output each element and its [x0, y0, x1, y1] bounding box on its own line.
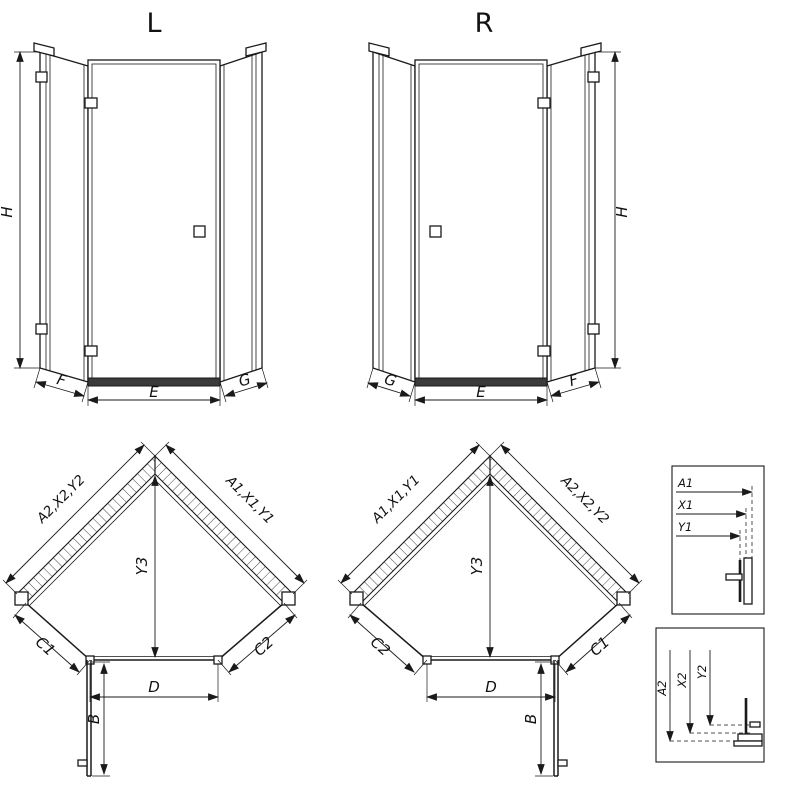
- wall-profile-cap: [368, 42, 390, 57]
- dim-bottom-center-e: E: [413, 383, 549, 406]
- profile-section: [725, 557, 753, 605]
- corner-block: [616, 591, 631, 606]
- dim-label-x1: X1: [677, 498, 693, 512]
- detail-horizontal-section: A1 X1 Y1: [671, 465, 765, 615]
- door-handle: [193, 225, 206, 238]
- dim-label-c2: C2: [367, 633, 394, 660]
- hinge: [84, 345, 98, 357]
- dim-label-h: H: [0, 206, 16, 217]
- dim-a2: A2: [655, 650, 757, 743]
- elevation-right-view: R H G: [366, 8, 631, 406]
- wall-band-right: [489, 454, 629, 604]
- tray-edge: [25, 602, 91, 661]
- open-door: [77, 660, 92, 777]
- wall-bracket: [587, 323, 600, 335]
- dim-x1: X1: [676, 498, 748, 570]
- dim-wall-right-a2: A2,X2,Y2: [489, 441, 643, 595]
- dim-bottom-center-e: E: [86, 383, 222, 406]
- dim-label-d: D: [485, 678, 497, 696]
- corner-block: [281, 591, 296, 606]
- dim-label-c1: C1: [586, 633, 613, 660]
- tray-edge: [360, 602, 428, 661]
- plan-left-view: A2,X2,Y2 A1,X1,Y1 Y3 C1 C2 D: [2, 441, 308, 777]
- dim-y2: Y2: [695, 650, 749, 727]
- profile-section: [733, 698, 763, 747]
- dim-label-c2: C2: [250, 633, 277, 660]
- wall-band-left: [16, 454, 156, 604]
- dim-corner-left-c1: C1: [12, 602, 91, 676]
- dim-label-a2: A2: [655, 680, 669, 696]
- dim-label-x2: X2: [675, 672, 689, 688]
- dim-label-g: G: [237, 370, 253, 391]
- dim-width-d: D: [425, 664, 557, 702]
- dim-y1: Y1: [676, 520, 742, 574]
- dim-label-a1: A1: [677, 476, 693, 490]
- dim-label-d: D: [148, 678, 160, 696]
- view-label-right: R: [475, 8, 494, 39]
- dim-corner-left-c2: C2: [347, 602, 428, 676]
- view-label-left: L: [146, 8, 161, 39]
- dim-label-e: E: [476, 383, 486, 401]
- plan-right-view: A1,X1,Y1 A2,X2,Y2 Y3 C2 C1 D: [337, 441, 643, 777]
- detail-box-frame: [655, 627, 765, 763]
- dim-label-a2x2y2: A2,X2,Y2: [557, 472, 612, 527]
- tray-edge: [217, 602, 285, 661]
- dim-label-a1x1y1: A1,X1,Y1: [222, 472, 277, 527]
- dim-width-d: D: [88, 664, 220, 702]
- dim-corner-right-c2: C2: [217, 602, 298, 676]
- dim-door-b: B: [85, 661, 110, 777]
- dim-diagonal-y3: Y3: [133, 474, 159, 659]
- detail-vertical-section: A2 X2 Y2: [655, 627, 765, 763]
- wall-band-right: [154, 454, 294, 604]
- dim-label-y1: Y1: [678, 520, 692, 534]
- dim-height-left: H: [0, 50, 40, 370]
- dim-label-c1: C1: [32, 633, 59, 660]
- corner-block: [349, 591, 364, 606]
- dim-a1: A1: [676, 476, 754, 566]
- dim-label-a2x2y2: A2,X2,Y2: [33, 472, 88, 527]
- dim-height-right: H: [595, 50, 631, 370]
- corner-block: [14, 591, 29, 606]
- door-panel: [414, 59, 548, 385]
- dim-label-y2: Y2: [695, 665, 709, 679]
- dim-label-h: H: [613, 206, 631, 217]
- open-door: [553, 660, 568, 777]
- door-handle: [557, 759, 568, 767]
- dim-label-b: B: [522, 714, 540, 724]
- elevation-left-view: L H F: [0, 8, 269, 406]
- wall-bracket: [35, 71, 48, 83]
- hinge: [537, 345, 551, 357]
- wall-profile-cap: [580, 42, 602, 57]
- dim-diagonal-y3: Y3: [468, 474, 494, 659]
- door-handle: [429, 225, 442, 238]
- dim-bottom-left-g: G: [366, 367, 416, 403]
- dim-x2: X2: [675, 650, 753, 735]
- dim-label-g: G: [382, 370, 398, 391]
- detail-box-frame: [671, 465, 765, 615]
- wall-bracket: [587, 71, 600, 83]
- dim-wall-right-a1: A1,X1,Y1: [154, 441, 308, 595]
- dim-label-y3: Y3: [133, 557, 151, 576]
- dim-label-a1x1y1: A1,X1,Y1: [368, 472, 423, 527]
- wall-bracket: [35, 323, 48, 335]
- dim-bottom-right-g: G: [219, 367, 269, 403]
- hinge: [84, 97, 98, 109]
- dim-label-y3: Y3: [468, 557, 486, 576]
- hinge: [537, 97, 551, 109]
- door-handle: [77, 759, 88, 767]
- door-panel: [87, 59, 221, 385]
- wall-profile-cap: [33, 42, 55, 57]
- wall-profile-cap: [245, 42, 267, 57]
- dim-label-e: E: [149, 383, 159, 401]
- wall-band-left: [351, 454, 491, 604]
- tray-edge: [554, 602, 620, 661]
- dim-label-b: B: [85, 714, 103, 724]
- dim-door-b: B: [522, 661, 553, 777]
- dim-corner-right-c1: C1: [554, 602, 633, 676]
